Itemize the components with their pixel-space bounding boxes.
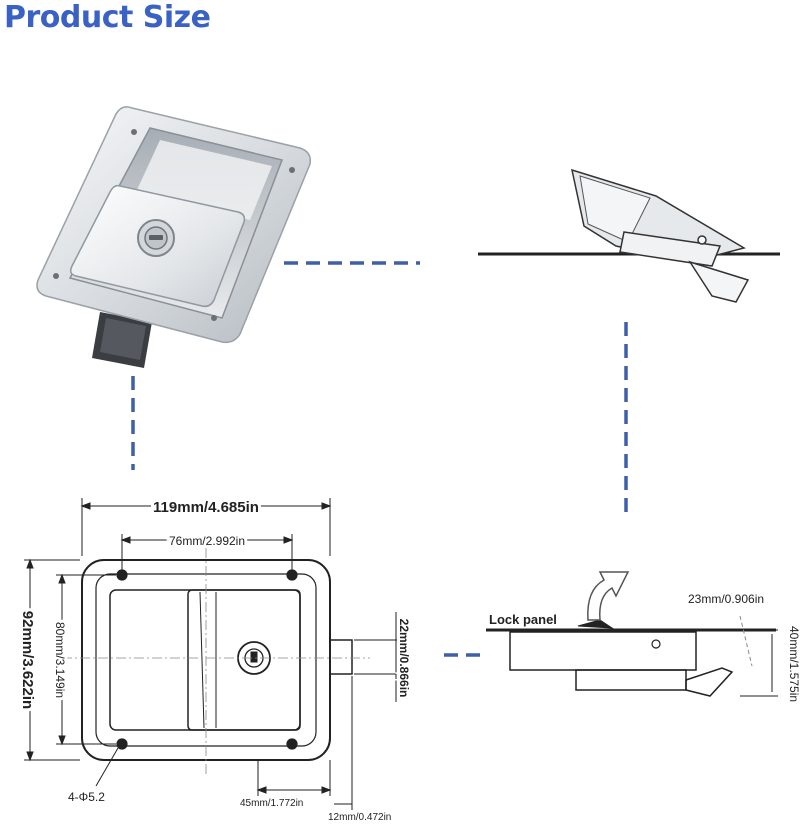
side-body: [509, 631, 697, 671]
dim-hole-spacing-width: 76mm/2.992in: [169, 534, 245, 548]
curved-arrow-icon: [587, 571, 630, 621]
mount-hole: [131, 129, 137, 135]
product-photo: [36, 106, 312, 368]
dim-holes: 4-Φ5.2: [68, 790, 105, 804]
connector-lines: [131, 261, 628, 657]
dim-latch-offset: 12mm/0.472in: [328, 812, 391, 823]
mount-hole: [211, 315, 217, 321]
side-drawing: [486, 615, 778, 697]
page-title: Product Size: [4, 0, 211, 35]
drawing-tongue: [329, 639, 353, 675]
mount-hole: [53, 273, 59, 279]
side-view-photo: [478, 168, 780, 303]
dim-depth-body: 45mm/1.772in: [240, 798, 303, 809]
dim-overall-width: 119mm/4.685in: [153, 499, 259, 516]
front-drawing: [24, 498, 402, 810]
lock-panel-label: Lock panel: [489, 612, 557, 627]
dim-hole-spacing-height: 80mm/3.149in: [53, 622, 67, 698]
dim-latch-width: 22mm/0.866in: [397, 619, 411, 698]
mount-hole: [289, 167, 295, 173]
dim-depth-total: 40mm/1.575in: [787, 626, 800, 702]
dim-depth-top: 23mm/0.906in: [688, 592, 764, 606]
drawing-handle: [187, 589, 301, 731]
dim-overall-height: 92mm/3.622in: [19, 611, 36, 709]
